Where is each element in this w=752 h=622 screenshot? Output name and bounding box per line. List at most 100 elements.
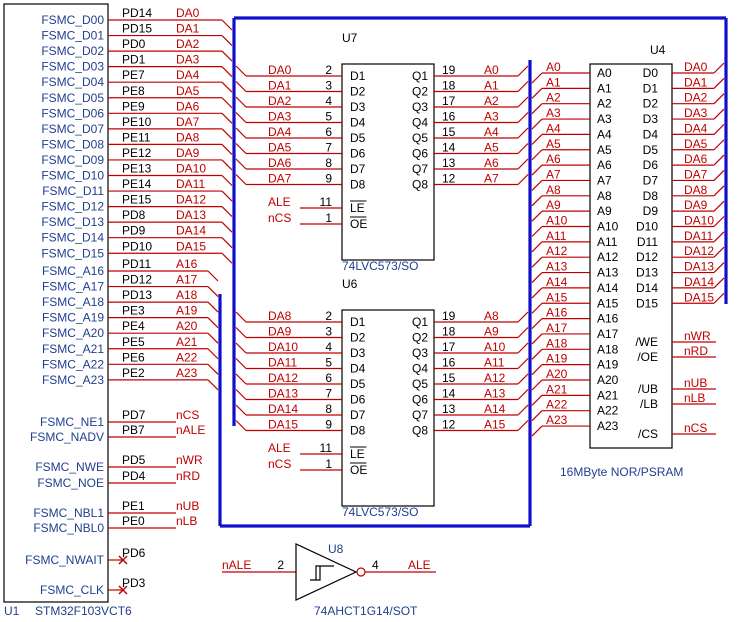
u8-body	[295, 543, 358, 601]
u8-out-num: 4	[372, 558, 379, 572]
u4-net-a10: A10	[546, 214, 568, 228]
u4-net-a13: A13	[546, 260, 568, 274]
u8-bubble	[356, 567, 366, 577]
g-u7-num-13: 13	[442, 156, 456, 170]
u4-addr-entry	[531, 410, 543, 422]
u1-pin-fsmc_a23: FSMC_A23	[42, 373, 104, 387]
u4-pin-d6: D6	[643, 158, 659, 172]
u8-ref: U8	[328, 542, 344, 556]
g-u7-pin-q4: Q4	[412, 116, 428, 130]
u1-net-da12: DA12	[176, 193, 206, 207]
g-u7-out-net-a3: A3	[484, 110, 499, 124]
g-u7-pin-q1: Q1	[412, 69, 428, 83]
u4-data-entry	[713, 139, 725, 151]
g-u7-num-9: 9	[325, 172, 332, 186]
bus-lines	[218, 16, 728, 528]
u1-port-pd10: PD10	[122, 239, 152, 253]
u4-pin-a14: A14	[597, 281, 619, 295]
u4-data-entry	[713, 216, 725, 227]
g-u7-num-14: 14	[442, 141, 456, 155]
u1-pin-fsmc_nwait: FSMC_NWAIT	[25, 553, 105, 567]
g-u6-body	[341, 309, 435, 507]
g-u6-num-4: 4	[325, 340, 332, 354]
bus-entry	[221, 206, 233, 218]
u1-port-pe11: PE11	[122, 130, 151, 144]
g-u7-num-3: 3	[325, 79, 332, 93]
u4-pin-nwe: /WE	[635, 335, 658, 349]
g-u7-in-entry	[235, 174, 247, 185]
u1-port-pe0: PE0	[122, 514, 145, 528]
g-u6-num-15: 15	[442, 371, 456, 385]
u4-addr-entry	[531, 149, 543, 161]
u4-pin-d7: D7	[643, 173, 659, 187]
g-u6-pin-q4: Q4	[412, 362, 428, 376]
g-u6-num-le: 11	[320, 441, 333, 455]
u4-data-entry	[713, 246, 725, 258]
u4-pin-a19: A19	[597, 358, 619, 372]
g-u6-in-entry	[235, 373, 247, 385]
g-u6-out-net-a12: A12	[484, 371, 506, 385]
g-u6-out-net-a11: A11	[484, 356, 505, 370]
g-u7-pin-q7: Q7	[412, 162, 428, 176]
u4-addr-entry	[531, 180, 543, 191]
g-u7-pin-d8: D8	[350, 178, 366, 192]
u4-pin-a11: A11	[597, 235, 618, 249]
g-u7-out-entry	[517, 127, 529, 139]
g-u6-out-entry	[517, 358, 529, 369]
u1-port-pb7: PB7	[122, 423, 145, 437]
g-u6-out-entry	[517, 420, 529, 431]
u8-out-net: ALE	[408, 558, 431, 572]
g-u6-in-entry	[235, 342, 247, 354]
bus-entry	[221, 237, 233, 249]
g-u7-out-net-a5: A5	[484, 141, 499, 155]
u1-pin-fsmc_d05: FSMC_D05	[41, 91, 104, 105]
g-u7-pin-q5: Q5	[412, 131, 428, 145]
u1-port-pe5: PE5	[122, 335, 145, 349]
g-u6-num-2: 2	[325, 309, 332, 323]
u4-pin-d11: D11	[637, 235, 658, 249]
u1-part: STM32F103VCT6	[35, 604, 132, 618]
g-u7-in-net-da2: DA2	[268, 94, 292, 108]
u4-addr-entry	[531, 333, 543, 345]
u1-net-a20: A20	[176, 319, 198, 333]
u1-pin-fsmc_a20: FSMC_A20	[42, 326, 104, 340]
g-u7-in-net-da5: DA5	[268, 141, 292, 155]
u4-pin-d15: D15	[636, 296, 658, 310]
bus-entry	[207, 363, 219, 375]
u4-addr-entry	[531, 272, 543, 283]
u1-net-da8: DA8	[176, 130, 200, 144]
u1-port-pd14: PD14	[122, 6, 152, 20]
u4-net-a11: A11	[546, 229, 567, 243]
g-u7-pin-q6: Q6	[412, 147, 428, 161]
u1-port-pe2: PE2	[122, 366, 145, 380]
bus-entry	[207, 348, 219, 360]
u4-pin-a10: A10	[597, 220, 619, 234]
u4-pin-d5: D5	[643, 143, 659, 157]
u4-pin-noe: /OE	[637, 350, 658, 364]
u4-data-entry	[713, 185, 725, 197]
g-u7-in-entry	[235, 96, 247, 108]
u4-memory: U4A0A0A1A1A2A2A3A3A4A4A5A5A6A6A7A7A8A8A9…	[531, 43, 725, 479]
g-u6-out-entry	[517, 327, 529, 338]
u4-net-da14: DA14	[684, 275, 714, 289]
g-u6-oe-net: nCS	[268, 457, 291, 471]
u1-port-pd7: PD7	[122, 408, 146, 422]
u4-data-entry	[713, 170, 725, 181]
u4-net-nlb: nLB	[684, 391, 705, 405]
g-u6-num-12: 12	[442, 418, 456, 432]
g-u7-pin-q2: Q2	[412, 85, 428, 99]
u4-pin-a17: A17	[597, 327, 619, 341]
u4-net-nwr: nWR	[684, 329, 711, 343]
u4-net-da7: DA7	[684, 167, 708, 181]
g-u6-pin-d6: D6	[350, 393, 366, 407]
u1-pin-fsmc_d01: FSMC_D01	[41, 29, 104, 43]
g-u6-pin-q7: Q7	[412, 408, 428, 422]
u4-pin-a7: A7	[597, 173, 612, 187]
bus-entry	[221, 66, 233, 78]
bus-entry	[221, 221, 233, 233]
u4-pin-d1: D1	[643, 81, 659, 95]
u1-net-nlb: nLB	[176, 514, 197, 528]
u1-pin-fsmc_d09: FSMC_D09	[41, 153, 104, 167]
